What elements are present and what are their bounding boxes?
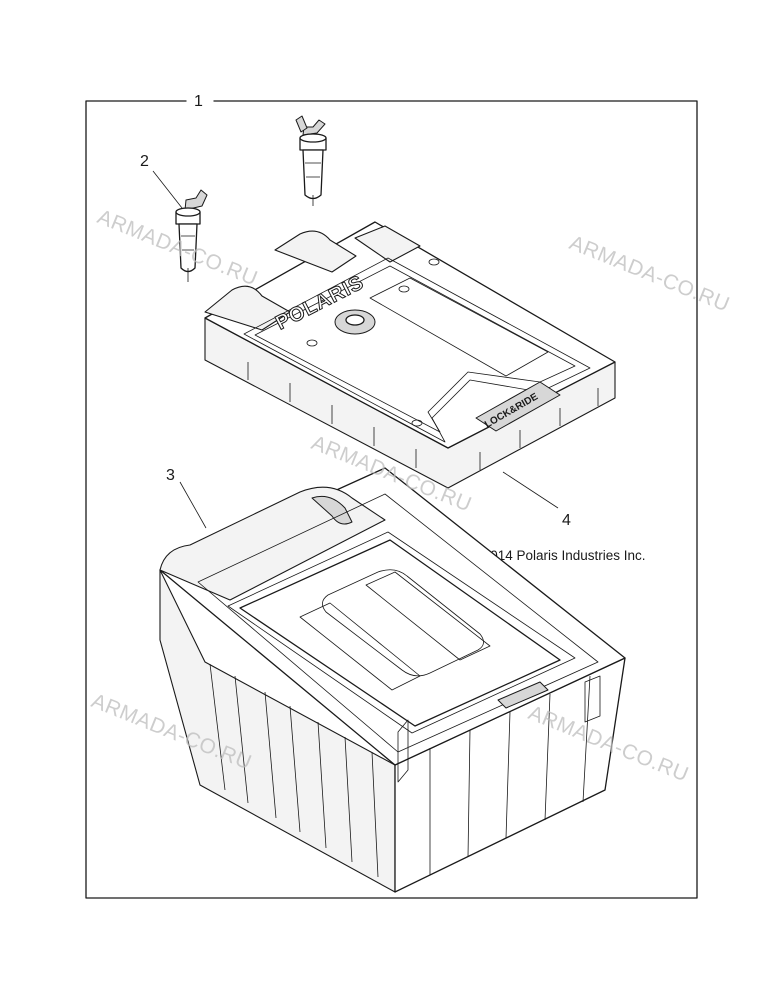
callout-4: 4 [562, 512, 571, 529]
watermark-2: ARMADA-CO.RU [566, 231, 733, 316]
callout-1: 1 [194, 93, 203, 110]
copyright-text: © 2014 Polaris Industries Inc. [469, 548, 646, 563]
leader-2 [152, 170, 183, 209]
lid-part-4: POLARIS LOCK&RIDE [204, 221, 616, 489]
callout-3: 3 [166, 467, 175, 484]
storage-box-part-3 [159, 467, 626, 893]
leader-3 [179, 481, 207, 529]
leader-4 [502, 471, 559, 509]
kit-frame [85, 100, 698, 899]
callout-2: 2 [140, 153, 149, 170]
lock-cylinder-part-2 [175, 115, 327, 282]
